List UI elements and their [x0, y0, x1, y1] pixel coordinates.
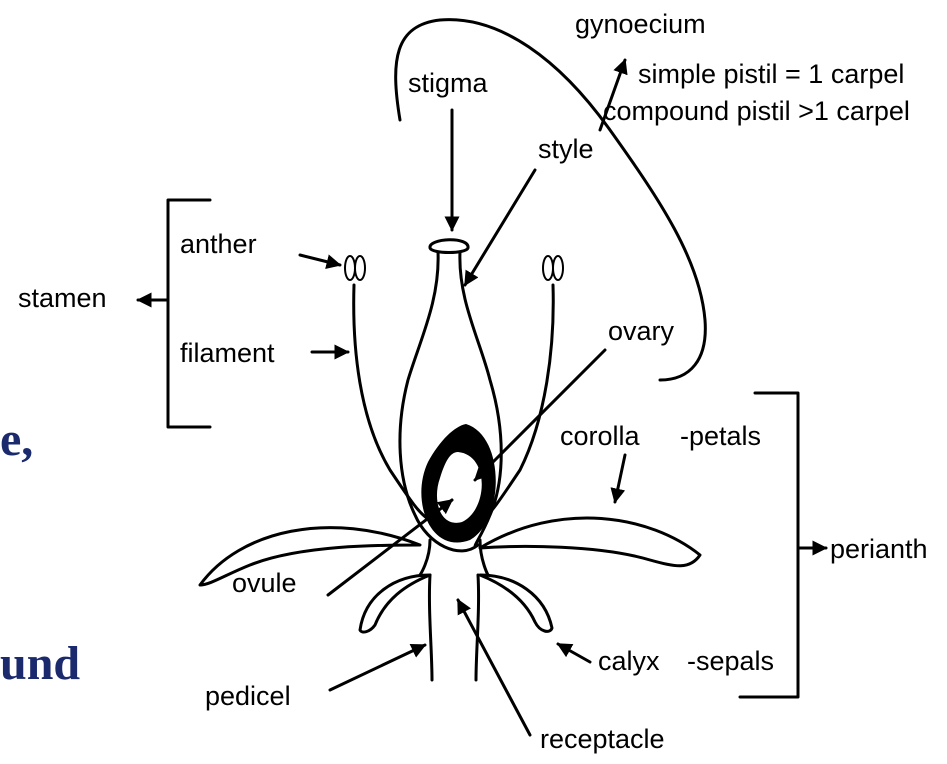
arrow-style [465, 170, 535, 285]
label-sepals: -sepals [687, 646, 774, 676]
anther-right-b [553, 256, 563, 280]
label-perianth: perianth [830, 534, 928, 564]
pedicel-right [476, 575, 479, 680]
label-stigma: stigma [408, 68, 489, 98]
arrow-ovary [475, 350, 605, 480]
label-ovary: ovary [608, 316, 675, 346]
stigma-shape [430, 240, 468, 253]
label-pedicel: pedicel [205, 681, 291, 711]
label-calyx: calyx [598, 646, 660, 676]
label-corolla: corolla [560, 421, 641, 451]
anther-left-a [345, 256, 355, 280]
arrow-receptacle [458, 600, 530, 735]
sepal-right [480, 575, 552, 631]
arrow-anther [300, 255, 340, 265]
arrow-calyx [558, 644, 590, 662]
label-filament: filament [180, 338, 275, 368]
arrow-pedicel [330, 645, 425, 690]
petal-right [480, 518, 700, 566]
label-receptacle: receptacle [540, 724, 665, 754]
label-ovule: ovule [232, 568, 297, 598]
sepal-left [360, 575, 430, 632]
label-petals: -petals [680, 421, 761, 451]
filament-left [354, 285, 430, 520]
style-shape [400, 252, 478, 551]
anther-left-b [355, 256, 365, 280]
label-style: style [538, 134, 594, 164]
label-anther: anther [180, 229, 257, 259]
pedicel-left [429, 575, 432, 680]
arrow-corolla [615, 455, 625, 502]
label-simple-pistil: simple pistil = 1 carpel [638, 59, 904, 89]
ovary-ring [421, 424, 495, 543]
label-stamen: stamen [18, 283, 107, 313]
anther-right-a [543, 256, 553, 280]
label-compound-pistil: compound pistil >1 carpel [603, 96, 910, 126]
label-gynoecium: gynoecium [575, 9, 706, 39]
